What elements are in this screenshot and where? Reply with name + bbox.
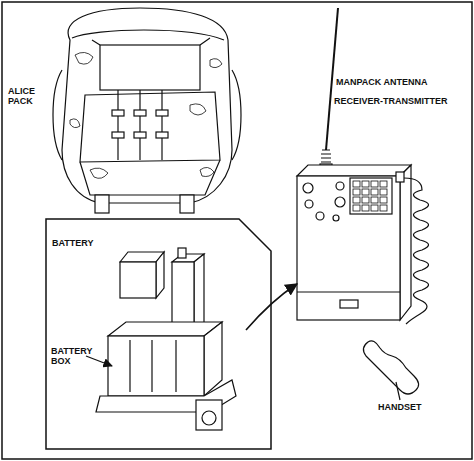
part-label: RECEIVER-TRANSMITTER [334, 96, 469, 106]
inset-frame: BATTERY BATTERY BOX [45, 218, 272, 450]
part-label: MANPACK ANTENNA [336, 77, 466, 87]
battery-drawing [96, 248, 236, 430]
part-label: HANDSET [378, 402, 458, 412]
part-label: BATTERY [52, 238, 112, 248]
leader-arrow [86, 356, 112, 366]
alice-pack-drawing [53, 8, 241, 213]
radio-drawing [297, 8, 429, 400]
part-label: BATTERY BOX [51, 346, 93, 366]
inset-outline [45, 218, 272, 450]
part-label: ALICE PACK [8, 86, 42, 106]
